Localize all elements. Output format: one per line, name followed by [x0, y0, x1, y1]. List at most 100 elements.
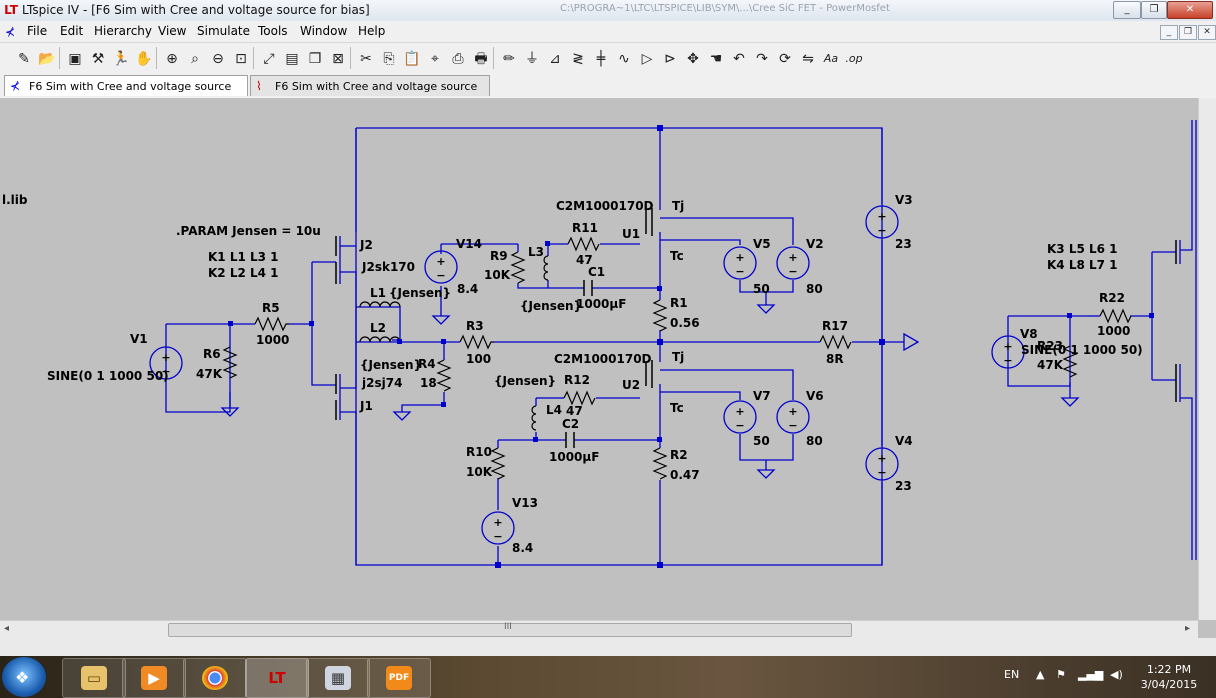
u2-model: C2M1000170D [554, 352, 652, 366]
new-schematic-icon[interactable]: ✎ [18, 51, 30, 67]
taskbar-ltspice[interactable]: LT [245, 658, 309, 698]
taskbar-pdf-creator[interactable]: PDF [367, 658, 431, 698]
mirror-icon[interactable]: ⇋ [802, 51, 814, 67]
redo-icon[interactable]: ↷ [756, 51, 768, 67]
volume-icon[interactable]: ◀) [1110, 668, 1123, 681]
schematic-canvas[interactable]: +− +− +− +− +− +− +− +− +− +− [0, 98, 1198, 620]
rotate-icon[interactable]: ⟳ [779, 51, 791, 67]
show-hidden-icons-icon[interactable]: ▲ [1036, 668, 1045, 681]
scroll-left-icon[interactable]: ◂ [4, 623, 10, 634]
r9-name: R9 [490, 249, 508, 263]
menu-help[interactable]: Help [358, 24, 386, 38]
scroll-right-icon[interactable]: ▸ [1185, 623, 1191, 634]
toolbar-separator [156, 47, 157, 69]
horizontal-scrollbar[interactable]: ◂ III ▸ [0, 620, 1198, 639]
child-restore-button[interactable]: ❐ [1179, 25, 1197, 40]
menu-window[interactable]: Window [300, 24, 348, 38]
taskbar-media-player[interactable]: ▶ [122, 658, 186, 698]
halt-icon[interactable]: ✋ [135, 51, 153, 67]
control-panel-icon[interactable]: ⚒ [91, 51, 105, 67]
zoom-in-icon[interactable]: ⊕ [166, 51, 178, 67]
capacitor-icon[interactable]: ╪ [596, 51, 606, 67]
document-icon[interactable]: ⊀ [5, 25, 16, 39]
save-icon[interactable]: ▣ [68, 51, 82, 67]
tab-schematic[interactable]: ⊀ F6 Sim with Cree and voltage source fo… [4, 75, 248, 114]
inductor-icon[interactable]: ∿ [618, 51, 630, 67]
resistor-icon[interactable]: ≷ [572, 51, 584, 67]
scrollbar-grip-icon: III [504, 622, 512, 632]
action-center-flag-icon[interactable]: ⚑ [1056, 668, 1066, 681]
label-net-icon[interactable]: ⊿ [549, 51, 561, 67]
menu-simulate[interactable]: Simulate [197, 24, 251, 38]
v7-value: 50 [753, 434, 770, 448]
copy-icon[interactable]: ⎘ [383, 51, 395, 67]
text-icon[interactable]: Aa [823, 52, 839, 65]
clock[interactable]: 1:22 PM 3/04/2015 [1136, 662, 1202, 692]
svg-text:+: + [493, 516, 502, 529]
menu-file[interactable]: File [27, 24, 48, 38]
minimize-button[interactable]: _ [1113, 1, 1141, 19]
schematic-drawing[interactable]: +− +− +− +− +− +− +− +− +− +− [0, 98, 1198, 620]
language-indicator[interactable]: EN [1004, 668, 1020, 681]
component-icon[interactable]: ⊳ [664, 51, 676, 67]
svg-text:−: − [161, 365, 170, 378]
taskbar-file-explorer[interactable]: ▭ [62, 658, 126, 698]
transistor-symbols [335, 208, 1177, 420]
r10-value: 10K [466, 465, 493, 479]
tile-icon[interactable]: ▤ [285, 51, 299, 67]
zoom-fit-icon[interactable]: ⊡ [235, 51, 247, 67]
autorange-icon[interactable]: ⤢ [263, 51, 275, 67]
svg-text:−: − [436, 269, 445, 282]
waveform-icon: ⌇ [256, 79, 262, 93]
zoom-out-icon[interactable]: ⊖ [212, 51, 224, 67]
ground-icon[interactable]: ⏚ [525, 51, 539, 67]
diode-icon[interactable]: ▷ [641, 51, 653, 67]
draw-wire-icon[interactable]: ✏ [503, 51, 515, 67]
child-minimize-button[interactable]: _ [1160, 25, 1178, 40]
spice-directive-icon[interactable]: .op [845, 52, 863, 65]
child-close-button[interactable]: ✕ [1198, 25, 1216, 40]
background-window-title: C:\PROGRA~1\LTC\LTSPICE\LIB\SYM\...\Cree… [560, 3, 890, 14]
j1-value: j2sj74 [361, 376, 402, 390]
menu-tools[interactable]: Tools [258, 24, 288, 38]
open-icon[interactable]: 📂 [38, 51, 56, 67]
svg-text:+: + [735, 405, 744, 418]
undo-icon[interactable]: ↶ [733, 51, 745, 67]
vertical-scrollbar[interactable] [1198, 98, 1216, 620]
restore-button[interactable]: ❐ [1141, 1, 1167, 19]
start-button[interactable]: ❖ [2, 657, 46, 697]
network-signal-icon[interactable]: ▂▄▆ [1078, 668, 1104, 681]
paste-icon[interactable]: 📋 [403, 51, 421, 67]
r12-value: 47 [566, 404, 583, 418]
menu-edit[interactable]: Edit [60, 24, 84, 38]
taskbar-chrome[interactable] [183, 658, 247, 698]
close-all-icon[interactable]: ⊠ [332, 51, 344, 67]
move-icon[interactable]: ✥ [687, 51, 699, 67]
calculator-icon: ▦ [325, 666, 351, 690]
menu-hierarchy[interactable]: Hierarchy [94, 24, 153, 38]
print-icon[interactable]: 🖶 [474, 51, 488, 67]
cut-icon[interactable]: ✂ [360, 51, 372, 67]
svg-text:−: − [877, 466, 886, 479]
close-button[interactable]: ✕ [1167, 1, 1213, 19]
menu-view[interactable]: View [158, 24, 187, 38]
print-setup-icon[interactable]: ⎙ [452, 51, 464, 67]
tab-bar: ⊀ F6 Sim with Cree and voltage source fo… [0, 73, 1216, 114]
zoom-pan-icon[interactable]: ⌕ [191, 51, 199, 67]
r3-value: 100 [466, 352, 491, 366]
svg-text:−: − [788, 265, 797, 278]
drag-icon[interactable]: ☚ [709, 51, 723, 67]
lib-label: l.lib [2, 193, 28, 207]
taskbar-calculator[interactable]: ▦ [306, 658, 370, 698]
u2-tj: Tj [672, 350, 684, 364]
toolbar-separator [350, 47, 351, 69]
r12-name: R12 [564, 373, 590, 387]
menu-bar: ⊀ [0, 21, 1216, 42]
scrollbar-thumb[interactable] [168, 623, 852, 637]
tab-waveform[interactable]: ⌇ F6 Sim with Cree and voltage source fo… [250, 75, 490, 114]
run-icon[interactable]: 🏃 [112, 51, 130, 67]
find-icon[interactable]: ⌖ [431, 51, 439, 67]
coupling-directive-k1: K1 L1 L3 1 [208, 250, 279, 264]
title-bar: LT LTspice IV - [F6 Sim with Cree and vo… [0, 0, 1216, 22]
cascade-icon[interactable]: ❐ [308, 51, 322, 67]
